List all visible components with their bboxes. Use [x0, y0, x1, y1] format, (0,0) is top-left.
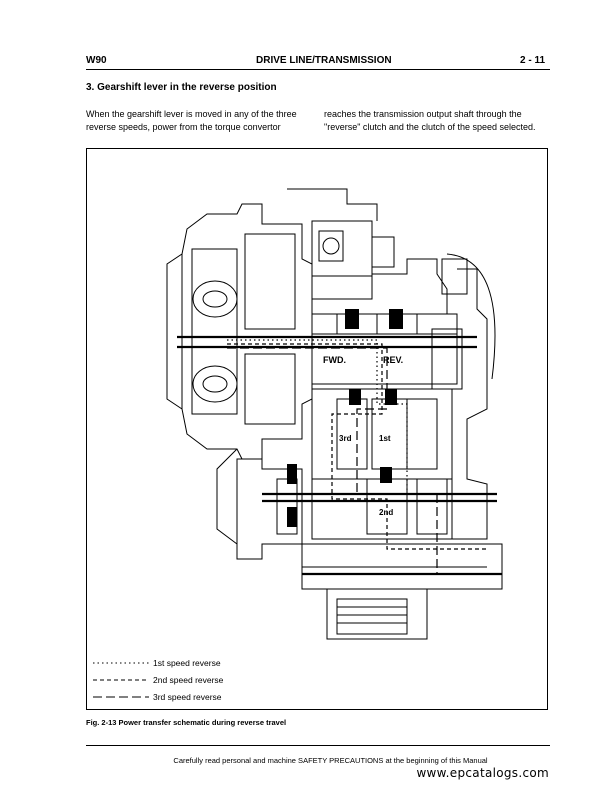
paragraph-left: When the gearshift lever is moved in any… [86, 108, 297, 133]
watermark: www.epcatalogs.com [416, 766, 549, 780]
third-label: 3rd [339, 434, 352, 443]
fwd-label: FWD. [323, 355, 346, 365]
footer-rule [86, 745, 550, 746]
header-left: W90 [86, 55, 107, 66]
rev-label: REV. [383, 355, 403, 365]
section-title: 3. Gearshift lever in the reverse positi… [86, 82, 277, 93]
figure-caption: Fig. 2-13 Power transfer schematic durin… [86, 718, 287, 727]
second-label: 2nd [379, 508, 393, 517]
paragraph-line: When the gearshift lever is moved in any… [86, 109, 297, 119]
paragraph-line: "reverse" clutch and the clutch of the s… [324, 121, 536, 132]
legend: 1st speed reverse 2nd speed reverse 3rd … [93, 658, 224, 702]
header-right: 2 - 11 [520, 55, 546, 66]
paragraph-right: reaches the transmission output shaft th… [324, 108, 536, 133]
header-rule [86, 69, 550, 70]
paragraph-line: reverse speeds, power from the torque co… [86, 121, 281, 132]
paragraph-line: reaches the transmission output shaft th… [324, 109, 522, 119]
first-label: 1st [379, 434, 391, 443]
diagram-frame: FWD. REV. 3rd 1st 2nd 1st speed reverse … [86, 148, 548, 710]
legend-label: 3rd speed reverse [153, 692, 222, 702]
transmission-schematic: FWD. REV. 3rd 1st 2nd 1st speed reverse … [93, 188, 503, 702]
footer-note: Carefully read personal and machine SAFE… [173, 756, 488, 765]
header-center: DRIVE LINE/TRANSMISSION [256, 55, 392, 66]
legend-label: 1st speed reverse [153, 658, 221, 668]
legend-label: 2nd speed reverse [153, 675, 224, 685]
